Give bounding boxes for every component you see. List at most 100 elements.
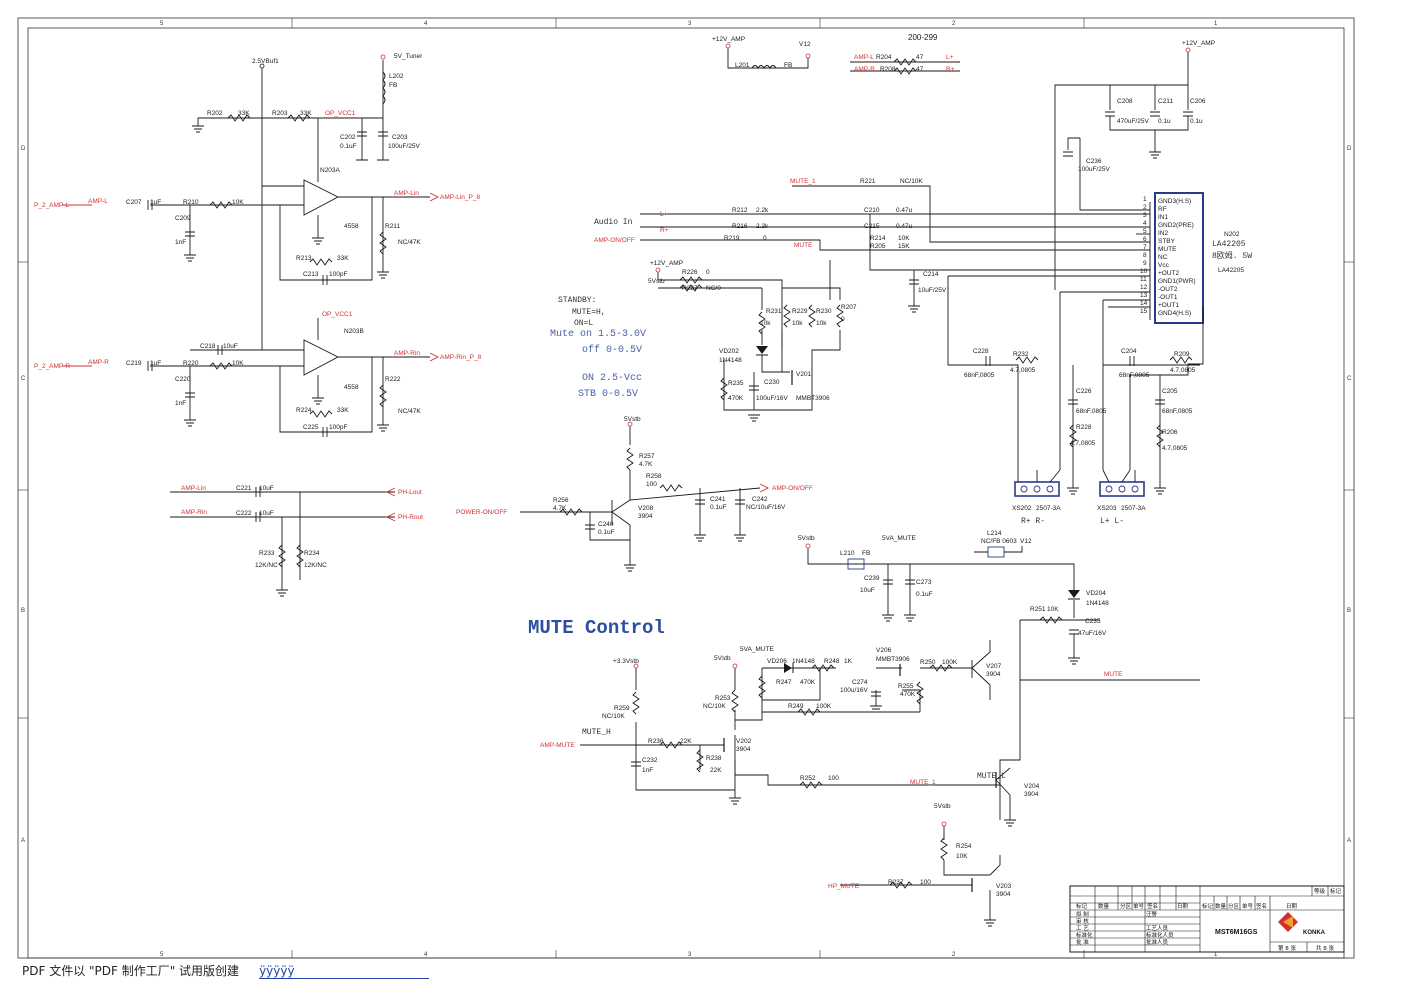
r220-label: R220 xyxy=(183,360,199,367)
col-label-2-bottom: 2 xyxy=(952,952,956,958)
footer-link[interactable]: ÿÿÿÿÿ xyxy=(259,964,430,979)
tb-h5: 签名 xyxy=(1147,902,1158,910)
c240-label: C240 xyxy=(598,521,614,528)
v204-value: 3904 xyxy=(1024,791,1039,798)
v206-value: MMBT3906 xyxy=(876,656,910,663)
n202-pin-9: Vcc xyxy=(1158,262,1170,269)
opamp-section xyxy=(62,54,440,597)
block-range: 200-299 xyxy=(908,33,938,42)
tb-stage: 等级 xyxy=(1314,887,1326,895)
r247-label: R247 xyxy=(776,679,792,686)
ampr-label: AMP-R xyxy=(88,359,109,366)
note-on-l: ON=L xyxy=(574,319,593,328)
v201-label: V201 xyxy=(796,371,812,378)
r248-label: R248 xyxy=(824,658,840,665)
r205-value: 15K xyxy=(898,243,910,250)
tb-h6-right: 日期 xyxy=(1286,903,1298,910)
n202-pinnum-12: 12 xyxy=(1140,284,1148,291)
n202-pinnum-13: 13 xyxy=(1140,292,1148,299)
phlout-label: PH-Lout xyxy=(398,489,422,496)
l202-value: FB xyxy=(389,82,397,89)
v208-value: 3904 xyxy=(638,513,653,520)
c211-value: 0.1u xyxy=(1158,118,1171,125)
c220-label: C220 xyxy=(175,376,191,383)
r227-label: R227 xyxy=(682,285,698,292)
vd204-value: 1N4148 xyxy=(1086,600,1109,607)
v201-value: MMBT3906 xyxy=(796,395,830,402)
amplin-p8-label: AMP-Lin_P_8 xyxy=(440,194,480,201)
rplus-label: R+ xyxy=(946,66,955,73)
r234-label: R234 xyxy=(304,550,320,557)
n202-pinnum-10: 10 xyxy=(1140,268,1148,275)
r251-label: 10K xyxy=(1047,606,1059,613)
xs203-polarity: L+ L- xyxy=(1100,517,1124,526)
col-label-2: 2 xyxy=(952,21,956,27)
supply-filter xyxy=(725,43,960,75)
c232-label: C232 xyxy=(642,757,658,764)
v208-label: V208 xyxy=(638,505,654,512)
v33stb-label: +3.3Vstb xyxy=(613,658,639,665)
c210-label: C210 xyxy=(864,207,880,214)
vd204-label: VD204 xyxy=(1086,590,1106,597)
r213-label: R213 xyxy=(296,255,312,262)
c205-label: C205 xyxy=(1162,388,1178,395)
r235-value: 470K xyxy=(728,395,744,402)
l201-value: FB xyxy=(784,62,792,69)
c230-label: C230 xyxy=(764,379,780,386)
phrout-label: PH-Rout xyxy=(398,514,423,521)
tb-h2: 数量 xyxy=(1098,902,1110,910)
r228-label: R228 xyxy=(1076,424,1092,431)
r236-label: R236 xyxy=(648,738,664,745)
sheet-outer-border xyxy=(17,17,1355,959)
r207-value: 0 xyxy=(841,316,845,323)
n202-part2: LA42205 xyxy=(1218,267,1244,274)
c207-label: C207 xyxy=(126,199,142,206)
r206-value: 4.7,0805 xyxy=(1162,445,1188,452)
v5stb5-label: 5Vstb xyxy=(934,803,951,810)
r210-value: 10K xyxy=(232,199,244,206)
r216-value: 2.2k xyxy=(756,223,769,230)
n202-pin-2: RF xyxy=(1158,206,1167,213)
v5amute2-label: 5VA_MUTE xyxy=(740,646,774,653)
r207-label: R207 xyxy=(841,304,857,311)
c235-label: C235 xyxy=(1085,618,1101,625)
r212-value: 2.2k xyxy=(756,207,769,214)
v5amute-label: 5VA_MUTE xyxy=(882,535,916,542)
tb-total: 共 8 张 xyxy=(1316,944,1334,952)
r230-value: 10k xyxy=(816,320,827,327)
v202-label: V202 xyxy=(736,738,752,745)
muteh-label: MUTE_H xyxy=(582,728,611,737)
xs203-label: XS203 xyxy=(1097,505,1117,512)
c219-value: 1uF xyxy=(150,360,161,367)
hpmute-label: HP_MUTE xyxy=(828,883,860,890)
r209-value: 4.7,0805 xyxy=(1170,367,1196,374)
lp-label: L+ xyxy=(660,211,668,218)
n202-pinnum-9: 9 xyxy=(1143,260,1147,267)
n202-pinnum-6: 6 xyxy=(1143,236,1147,243)
tb-h3-right: 分区 xyxy=(1228,902,1240,910)
n202-pin-7: MUTE xyxy=(1158,246,1177,253)
r202-value: 33K xyxy=(238,110,250,117)
tb-design-value: 汪警 xyxy=(1146,910,1158,918)
amprin-label: AMP-Rin xyxy=(394,350,420,357)
amprin-p8-label: AMP-Rin_P_8 xyxy=(440,354,482,361)
n202-pinnum-3: 3 xyxy=(1143,212,1147,219)
r222-value: NC/47K xyxy=(398,408,421,415)
v207-value: 3904 xyxy=(986,671,1001,678)
r253-value: NC/10K xyxy=(703,703,726,710)
v203-label: V203 xyxy=(996,883,1012,890)
c206-value: 0.1u xyxy=(1190,118,1203,125)
ampl-label: AMP-L xyxy=(88,198,108,205)
n203a-part: 4558 xyxy=(344,223,359,230)
row-label-c: C xyxy=(21,376,26,382)
r256-value: 4.7K xyxy=(553,505,567,512)
amponoff2-label: AMP-ON/OFF xyxy=(772,485,813,492)
col-label-5-bottom: 5 xyxy=(160,952,164,958)
r231-value: 10k xyxy=(760,320,771,327)
n202-part: LA42205 xyxy=(1212,240,1246,249)
n202-pinnum-14: 14 xyxy=(1140,300,1148,307)
n202-pinnum-2: 2 xyxy=(1143,204,1147,211)
c218-label: C218 xyxy=(200,343,216,350)
c220-value: 1nF xyxy=(175,400,186,407)
v202-value: 3904 xyxy=(736,746,751,753)
